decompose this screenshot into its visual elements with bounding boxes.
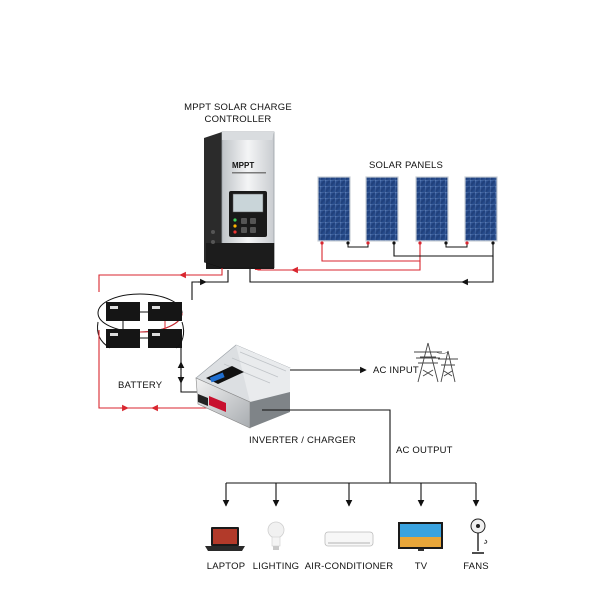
battery-bank: [97, 293, 185, 349]
load-label-lighting: LIGHTING: [252, 561, 300, 572]
load-label-fans: FANS: [463, 561, 489, 572]
ac-output-wiring: [222, 409, 480, 507]
controller-title: MPPT SOLAR CHARGE CONTROLLER: [176, 102, 300, 125]
inverter-dc-wiring: [98, 330, 208, 412]
load-label-air-conditioner: AIR-CONDITIONER: [304, 561, 394, 572]
solar-panel: [464, 176, 498, 242]
mppt-controller: MPPT: [203, 131, 275, 269]
solar-panel: [317, 176, 351, 242]
ac-input-label: AC INPUT: [373, 365, 419, 376]
battery-label: BATTERY: [118, 380, 163, 391]
solar-panel: [415, 176, 449, 242]
power-pylon-icon: [414, 342, 458, 383]
ac-output-label: AC OUTPUT: [396, 445, 453, 456]
battery-charge-wiring: [98, 268, 229, 300]
inverter-charger: [195, 344, 291, 429]
load-label-tv: TV: [414, 561, 428, 572]
battery-unit: [106, 302, 140, 321]
battery-unit: [148, 302, 182, 321]
air-conditioner-icon: [324, 531, 374, 547]
controller-title-line1: MPPT SOLAR CHARGE: [184, 102, 292, 113]
laptop-icon: [205, 527, 245, 551]
solar-panel-array: [317, 176, 498, 248]
load-label-laptop: LAPTOP: [206, 561, 246, 572]
battery-unit: [148, 329, 182, 348]
battery-unit: [106, 329, 140, 348]
pv-wiring: [249, 243, 494, 286]
inverter-label: INVERTER / CHARGER: [249, 435, 356, 446]
solar-panels-label: SOLAR PANELS: [369, 160, 444, 171]
bulb-icon: [267, 521, 285, 550]
tv-icon: [398, 522, 443, 551]
controller-title-line2: CONTROLLER: [204, 114, 272, 125]
fan-icon: [470, 518, 488, 554]
controller-brand: MPPT: [232, 161, 254, 170]
solar-panel: [365, 176, 399, 242]
